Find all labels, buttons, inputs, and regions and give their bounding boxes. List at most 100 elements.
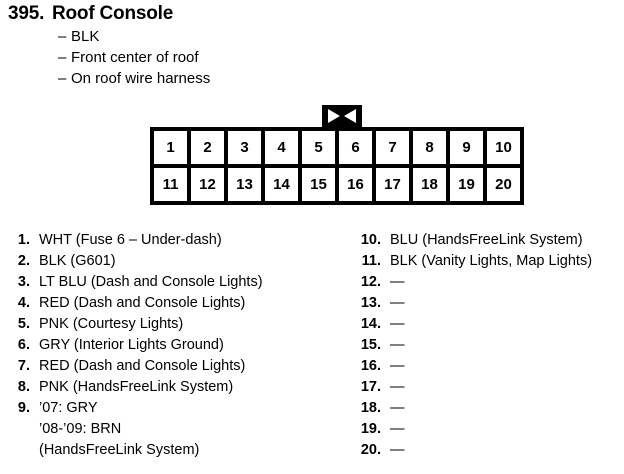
pin-number: 9.	[17, 400, 30, 416]
pin-number: 15.	[360, 337, 381, 353]
pin-list-item: 18. —	[355, 398, 620, 419]
pin-number: 11.	[361, 253, 381, 269]
pin-list-item: 12. —	[355, 272, 620, 293]
pin-number: 14.	[360, 316, 381, 332]
pin-list-item: 3. LT BLU (Dash and Console Lights)	[14, 272, 344, 293]
pin-number: 19.	[360, 421, 381, 437]
pin-cell[interactable]: 8	[413, 131, 446, 164]
pin-number: 20.	[360, 442, 381, 458]
pin-description: —	[390, 337, 405, 353]
pin-number: 5.	[17, 316, 30, 332]
header-detail-text: Front center of roof	[71, 49, 199, 66]
bullet-dash-icon: –	[58, 49, 67, 66]
pin-number: 6.	[17, 337, 30, 353]
pin-number: 10.	[360, 232, 381, 248]
pin-cell[interactable]: 2	[191, 131, 224, 164]
pin-list-item: 15. —	[355, 335, 620, 356]
pin-list-item: 6. GRY (Interior Lights Ground)	[14, 335, 344, 356]
pin-list-item: 8. PNK (HandsFreeLink System)	[14, 377, 344, 398]
pin-list-item: 20. —	[355, 440, 620, 461]
pin-list-item: 10. BLU (HandsFreeLink System)	[355, 230, 620, 251]
pin-description: WHT (Fuse 6 – Under-dash)	[39, 232, 222, 248]
header-detail-row: –BLK	[8, 26, 608, 47]
pin-cell[interactable]: 19	[450, 168, 483, 201]
pin-cell[interactable]: 13	[228, 168, 261, 201]
pin-cell[interactable]: 11	[154, 168, 187, 201]
pin-description: PNK (Courtesy Lights)	[39, 316, 184, 332]
pin-cell[interactable]: 18	[413, 168, 446, 201]
pin-number: 3.	[17, 274, 30, 290]
pin-list-item: 17. —	[355, 377, 620, 398]
pin-row-top: 1 2 3 4 5 6 7 8 9 10	[154, 131, 520, 164]
pin-description: —	[390, 316, 405, 332]
pin-grid: 1 2 3 4 5 6 7 8 9 10 11 12 13 14 15 16 1…	[150, 127, 524, 205]
pin-cell[interactable]: 6	[339, 131, 372, 164]
document-header: 395.Roof Console –BLK –Front center of r…	[8, 2, 608, 89]
bullet-dash-icon: –	[58, 70, 67, 87]
page-title-number: 395.	[8, 3, 45, 24]
pin-description: —	[390, 379, 405, 395]
pin-description: RED (Dash and Console Lights)	[39, 358, 246, 374]
pin-list-item: 13. —	[355, 293, 620, 314]
pin-description: —	[390, 442, 405, 458]
header-detail-row: –Front center of roof	[8, 47, 608, 68]
pin-list-item: 19. —	[355, 419, 620, 440]
pin-list-right: 10. BLU (HandsFreeLink System) 11. BLK (…	[355, 230, 620, 461]
bowtie-keyway-icon	[322, 105, 362, 127]
pin-description: —	[390, 274, 405, 290]
pin-description: —	[390, 421, 405, 437]
pin-number: 18.	[360, 400, 381, 416]
pin-number: 2.	[17, 253, 30, 269]
pin-number: 4.	[17, 295, 30, 311]
pin-list-item: 9. ’07: GRY ’08-’09: BRN (HandsFreeLink …	[14, 398, 344, 461]
pin-description-line: ’07: GRY	[39, 400, 98, 416]
pin-description: BLK (G601)	[39, 253, 116, 269]
pin-cell[interactable]: 12	[191, 168, 224, 201]
header-detail-text: On roof wire harness	[71, 70, 211, 87]
bullet-dash-icon: –	[58, 28, 67, 45]
pin-number: 8.	[17, 379, 30, 395]
pin-cell[interactable]: 16	[339, 168, 372, 201]
header-detail-row: –On roof wire harness	[8, 68, 608, 89]
pin-cell[interactable]: 7	[376, 131, 409, 164]
pin-cell[interactable]: 15	[302, 168, 335, 201]
pin-list-item: 5. PNK (Courtesy Lights)	[14, 314, 344, 335]
pin-list-item: 1. WHT (Fuse 6 – Under-dash)	[14, 230, 344, 251]
pin-number: 1.	[17, 232, 30, 248]
header-detail-text: BLK	[71, 28, 100, 45]
page-title-text: Roof Console	[52, 3, 174, 24]
pin-cell[interactable]: 4	[265, 131, 298, 164]
pin-description: —	[390, 295, 405, 311]
pin-list-item: 4. RED (Dash and Console Lights)	[14, 293, 344, 314]
pin-description: BLK (Vanity Lights, Map Lights)	[390, 253, 593, 269]
pin-cell[interactable]: 14	[265, 168, 298, 201]
pin-list-left: 1. WHT (Fuse 6 – Under-dash) 2. BLK (G60…	[14, 230, 344, 461]
pin-list-item: 11. BLK (Vanity Lights, Map Lights)	[355, 251, 620, 272]
pin-cell[interactable]: 3	[228, 131, 261, 164]
pin-description: LT BLU (Dash and Console Lights)	[39, 274, 263, 290]
pin-description: RED (Dash and Console Lights)	[39, 295, 246, 311]
page-title: 395. Roof Console	[8, 2, 608, 26]
pin-description: —	[390, 358, 405, 374]
pin-cell[interactable]: 1	[154, 131, 187, 164]
pin-number: 12.	[360, 274, 381, 290]
pin-number: 7.	[17, 358, 30, 374]
pin-description-line: ’08-’09: BRN	[39, 421, 122, 437]
pin-description: —	[390, 400, 405, 416]
pin-description: ’07: GRY ’08-’09: BRN (HandsFreeLink Sys…	[39, 398, 199, 461]
pin-description-line: (HandsFreeLink System)	[39, 442, 200, 458]
pin-cell[interactable]: 5	[302, 131, 335, 164]
pin-list-item: 14. —	[355, 314, 620, 335]
pin-list-item: 16. —	[355, 356, 620, 377]
pin-cell[interactable]: 20	[487, 168, 520, 201]
pin-cell[interactable]: 10	[487, 131, 520, 164]
pin-list-item: 7. RED (Dash and Console Lights)	[14, 356, 344, 377]
pin-cell[interactable]: 9	[450, 131, 483, 164]
pin-number: 13.	[360, 295, 381, 311]
pin-cell[interactable]: 17	[376, 168, 409, 201]
pin-description: PNK (HandsFreeLink System)	[39, 379, 234, 395]
pin-row-bottom: 11 12 13 14 15 16 17 18 19 20	[154, 168, 520, 201]
pin-description: BLU (HandsFreeLink System)	[390, 232, 583, 248]
pin-description: GRY (Interior Lights Ground)	[39, 337, 224, 353]
pin-number: 17.	[360, 379, 381, 395]
